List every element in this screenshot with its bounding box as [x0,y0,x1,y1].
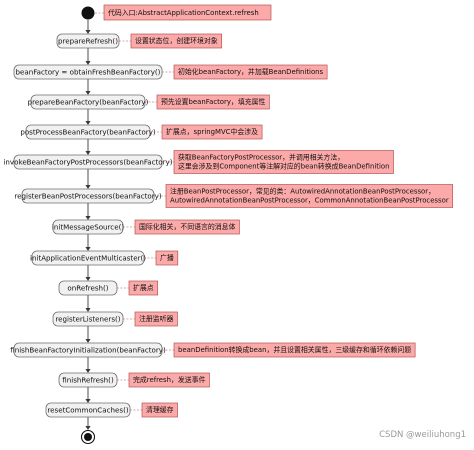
note-text: beanDefinition转换成bean，并且设置相关属性，三级缓存和循环依赖… [178,345,411,354]
flow-arrowhead-4 [85,151,91,155]
note-box [161,124,263,140]
flow-layer [85,20,91,430]
note-box [173,342,416,358]
note-text: 初始化beanFactory，并加载BeanDefinitions [178,67,324,76]
step-label: registerBeanPostProcessors(beanFactory) [14,192,162,201]
note-text: 扩展点 [133,283,154,292]
step-label: registerListeners() [55,315,120,324]
note-box [130,33,223,49]
step-label: initApplicationEventMulticaster() [30,254,146,263]
note-text: 国际化相关，不同语言的消息体 [139,222,236,231]
flow-arrowhead-1 [85,61,91,65]
step: onRefresh() 扩展点 [58,280,159,296]
flow-arrowhead-5 [85,185,91,189]
flow-arrowhead-8 [85,277,91,281]
step: invokeBeanFactoryPostProcessors(beanFact… [3,150,394,174]
steps-layer: prepareRefresh() 设置状态位，创建环境对象 beanFactory … [3,33,454,418]
flow-arrowhead-0 [85,30,91,34]
note-text: AutowiredAnnotationBeanPostProcessor，Com… [170,197,449,205]
step: initApplicationEventMulticaster() 广播 [30,250,179,266]
note-box [141,402,178,418]
note-box [165,184,454,208]
note-text: 这里会涉及到Component等注解对应的bean转换成BeanDefiniti… [178,162,390,171]
end-node [84,433,92,441]
step: finishRefresh() 完成refresh，发送事件 [58,372,210,388]
step: postProcessBeanFactory(beanFactory) 扩展点，s… [20,124,263,140]
step-label: invokeBeanFactoryPostProcessors(beanFact… [3,158,172,167]
start-note: 代码入口:AbstractApplicationContext.refresh [108,8,259,17]
note-box [134,219,240,235]
step-label: postProcessBeanFactory(beanFactory) [20,128,156,137]
note-text: 注册监听器 [139,314,174,323]
note-box [134,311,178,327]
step-label: prepareBeanFactory(beanFactory) [28,98,149,107]
note-text: 注册BeanPostProcessor，常见的类：AutowiredAnnota… [170,187,435,196]
step: finishBeanFactoryInitialization(beanFact… [10,342,416,358]
flow-arrowhead-6 [85,216,91,220]
note-text: 预先设置beanFactory，填充属性 [161,97,265,106]
note-box [128,372,210,388]
step: resetCommonCaches() 清理缓存 [45,402,178,418]
note-text: 完成refresh，发送事件 [133,375,206,384]
step-label: resetCommonCaches() [47,406,128,415]
note-text: 设置状态位，创建环境对象 [135,36,218,45]
note-text: 获取BeanFactoryPostProcessor，并调用相关方法， [178,153,344,162]
start-node [81,6,95,20]
flow-arrowhead-7 [85,247,91,251]
flow-arrowhead-10 [85,339,91,343]
watermark: CSDN @weiliuhong1 [379,430,466,440]
step-label: beanFactory = obtainFreshBeanFactory() [16,68,161,77]
step: initMessageSource() 国际化相关，不同语言的消息体 [52,219,240,235]
note-box [155,250,179,266]
start-note-box [103,4,272,21]
step: prepareBeanFactory(beanFactory) 预先设置beanF… [28,94,270,110]
step-label: prepareRefresh() [58,37,118,46]
flow-arrowhead-13 [85,426,91,430]
note-box [128,280,159,296]
note-text: 清理缓存 [146,405,174,414]
note-box [173,64,328,80]
step-label: finishBeanFactoryInitialization(beanFact… [10,346,166,355]
step-label: initMessageSource() [52,223,124,232]
step-label: onRefresh() [67,284,108,293]
step: beanFactory = obtainFreshBeanFactory() 初始… [13,64,328,80]
flow-arrowhead-12 [85,399,91,403]
step: registerBeanPostProcessors(beanFactory) 注… [14,184,454,208]
flow-arrowhead-11 [85,369,91,373]
note-box [156,94,270,110]
step: prepareRefresh() 设置状态位，创建环境对象 [56,33,223,49]
flow-arrowhead-3 [85,121,91,125]
note-text: 广播 [160,253,174,262]
flow-arrowhead-2 [85,91,91,95]
step-label: finishRefresh() [62,376,114,385]
note-text: 扩展点，springMVC中会涉及 [166,127,258,136]
note-box [173,150,394,174]
flow-arrowhead-9 [85,308,91,312]
step: registerListeners() 注册监听器 [52,311,178,327]
